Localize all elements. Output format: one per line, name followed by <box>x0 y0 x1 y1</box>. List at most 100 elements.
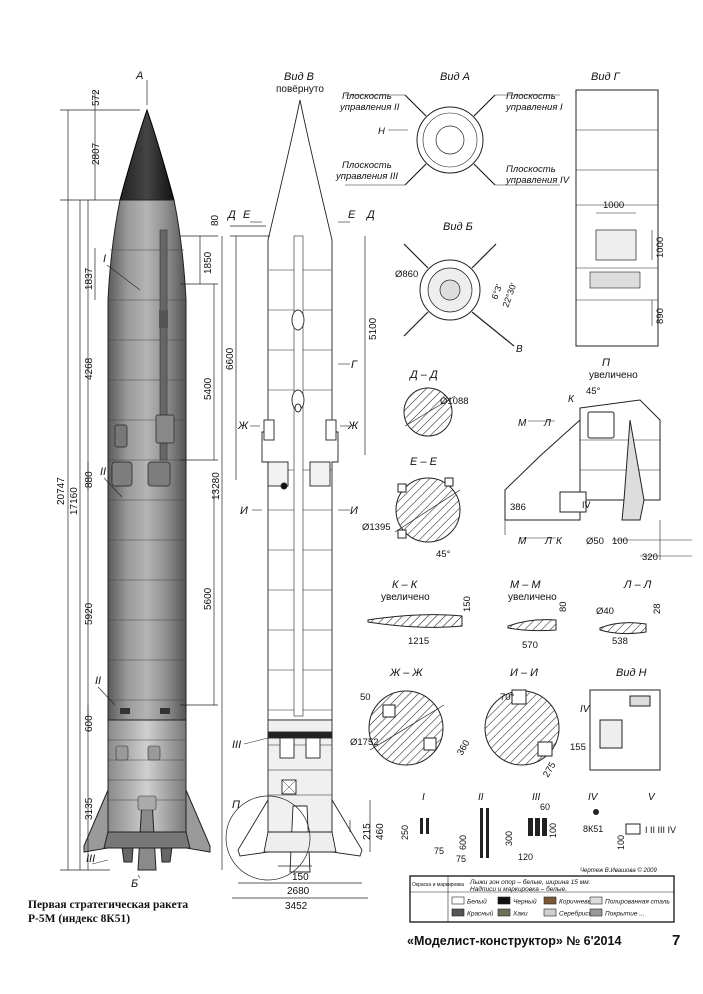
detail-p-enlarged: П увеличено 45° К М Л 386 М Л К Ø50 100 … <box>504 357 692 563</box>
view-g-1000a: 1000 <box>603 200 624 211</box>
legend-swatch <box>589 896 603 905</box>
detail-p-m1: М <box>518 418 527 429</box>
view-b-angle1: 6°3' <box>489 283 504 301</box>
view-g: Вид Г 1000 1000 890 <box>575 71 666 347</box>
legend-swatch <box>497 908 511 917</box>
ins-8k51: 8К51 <box>583 824 603 834</box>
legend-label: Черный <box>513 898 537 906</box>
view-g-title: Вид Г <box>591 71 621 83</box>
view-b-d860: Ø860 <box>395 269 418 280</box>
view-n-4: IV <box>580 704 591 715</box>
page-number: 7 <box>672 932 681 949</box>
view-b: Вид Б Ø860 6°3' 22°30' В <box>395 221 523 355</box>
plane-1-b: управления I <box>505 102 563 113</box>
detail-p-45: 45° <box>586 386 601 397</box>
ins-5: V <box>648 792 656 803</box>
view-n-title: Вид Н <box>616 667 647 679</box>
section-ll-title: Л – Л <box>623 579 652 591</box>
section-mm: М – М увеличено 570 80 <box>507 579 569 651</box>
view-a: Вид А Плоскость управления II Плоскость … <box>335 71 571 186</box>
section-zhzh-d1752: Ø1752 <box>350 737 379 748</box>
legend-label: Белый <box>467 898 487 906</box>
cut-zh-left: Ж <box>237 420 249 432</box>
dim-13280: 13280 <box>211 472 222 500</box>
dim-5920: 5920 <box>84 602 95 625</box>
legend-corner: Окраска и маркировка <box>412 882 464 888</box>
dim-1837: 1837 <box>84 267 95 290</box>
ins-300: 300 <box>504 831 514 846</box>
dim-4268: 4268 <box>84 357 95 380</box>
left-dimension-lines <box>60 80 218 871</box>
dim-3135: 3135 <box>84 797 95 820</box>
dim-6600: 6600 <box>225 347 236 370</box>
dim-5100: 5100 <box>368 317 379 340</box>
ins-2: II <box>478 792 484 803</box>
section-zhzh-360: 360 <box>455 738 472 757</box>
ins-4: IV <box>588 792 599 803</box>
view-b-title: Вид Б <box>443 221 473 233</box>
legend-label: Серебристый <box>559 910 603 918</box>
section-ee-dim: Ø1395 <box>362 522 391 533</box>
plane-1-a: Плоскость <box>506 91 556 102</box>
section-ii-title: И – И <box>510 667 538 679</box>
section-kk-title: К – К <box>392 579 418 591</box>
dim-600: 600 <box>84 715 95 732</box>
dim-460: 460 <box>375 823 386 840</box>
ins-100b: 100 <box>616 835 626 850</box>
cut-i-right: И <box>350 505 358 517</box>
ins-120: 120 <box>518 852 533 862</box>
section-dd: Д – Д Ø1088 <box>403 369 469 437</box>
cut-i-left: И <box>240 505 248 517</box>
callout-1: I <box>103 253 106 265</box>
view-g-1000b: 1000 <box>655 237 666 258</box>
section-ii-275: 275 <box>541 760 558 779</box>
section-kk: К – К увеличено 1215 150 <box>367 579 473 647</box>
dim-20747: 20747 <box>56 477 67 505</box>
detail-p-100: 100 <box>612 536 628 547</box>
legend-swatch <box>451 908 465 917</box>
ins-60: 60 <box>540 802 550 812</box>
dim-17160: 17160 <box>69 487 80 515</box>
cut-e-left: Е <box>243 209 251 221</box>
view-v-sub: повёрнуто <box>276 84 324 95</box>
ins-250: 250 <box>400 825 410 840</box>
detail-p-320: 320 <box>642 552 658 563</box>
footer-magazine: «Моделист-конструктор» № 6'2014 <box>407 934 622 948</box>
dim-5600: 5600 <box>203 587 214 610</box>
cut-e-right: Е <box>348 209 356 221</box>
callout-2b: II <box>95 675 101 687</box>
detail-p-title: П <box>602 357 610 369</box>
detail-p-m2: М <box>518 536 527 547</box>
section-dd-dim: Ø1088 <box>440 396 469 407</box>
legend-label: Покрытие ... <box>605 911 645 918</box>
detail-p-k1: К <box>568 394 575 405</box>
plane-3-a: Плоскость <box>342 160 392 171</box>
legend-swatch <box>589 908 603 917</box>
caption: Первая стратегическая ракета Р-5М (индек… <box>28 898 188 926</box>
legend-label: Коричневый <box>559 898 596 906</box>
legend-label: Полированная сталь <box>605 899 670 906</box>
detail-p-l1: Л <box>543 418 551 429</box>
section-mm-570: 570 <box>522 640 538 651</box>
dim-572: 572 <box>91 89 102 106</box>
section-ll: Л – Л Ø40 28 538 <box>596 579 663 647</box>
detail-p-4: IV <box>582 500 591 510</box>
inscriptions: I II III IV V 8К51 I II III IV 250 75 60… <box>400 792 676 864</box>
legend: Чертеж В.Ивашова © 2009 Окраска и маркир… <box>409 867 675 923</box>
detail-p-k2: К <box>556 536 563 547</box>
detail-p-l2: Л <box>544 536 552 547</box>
legend-credit: Чертеж В.Ивашова © 2009 <box>580 867 657 874</box>
plane-3-b: управления III <box>335 171 398 182</box>
view-g-890: 890 <box>655 308 666 324</box>
ins-3: III <box>532 792 541 803</box>
ins-1: I <box>422 792 425 803</box>
plane-4-a: Плоскость <box>506 164 556 175</box>
section-mm-sub: увеличено <box>508 592 557 603</box>
view-b-angle2: 22°30' <box>500 281 518 308</box>
caption-line-1: Первая стратегическая ракета <box>28 899 189 911</box>
plane-2-a: Плоскость <box>342 91 392 102</box>
section-ii-70: 70° <box>500 692 515 703</box>
center-labels: Вид В повёрнуто 80 6600 13280 5100 215 4… <box>210 71 386 912</box>
